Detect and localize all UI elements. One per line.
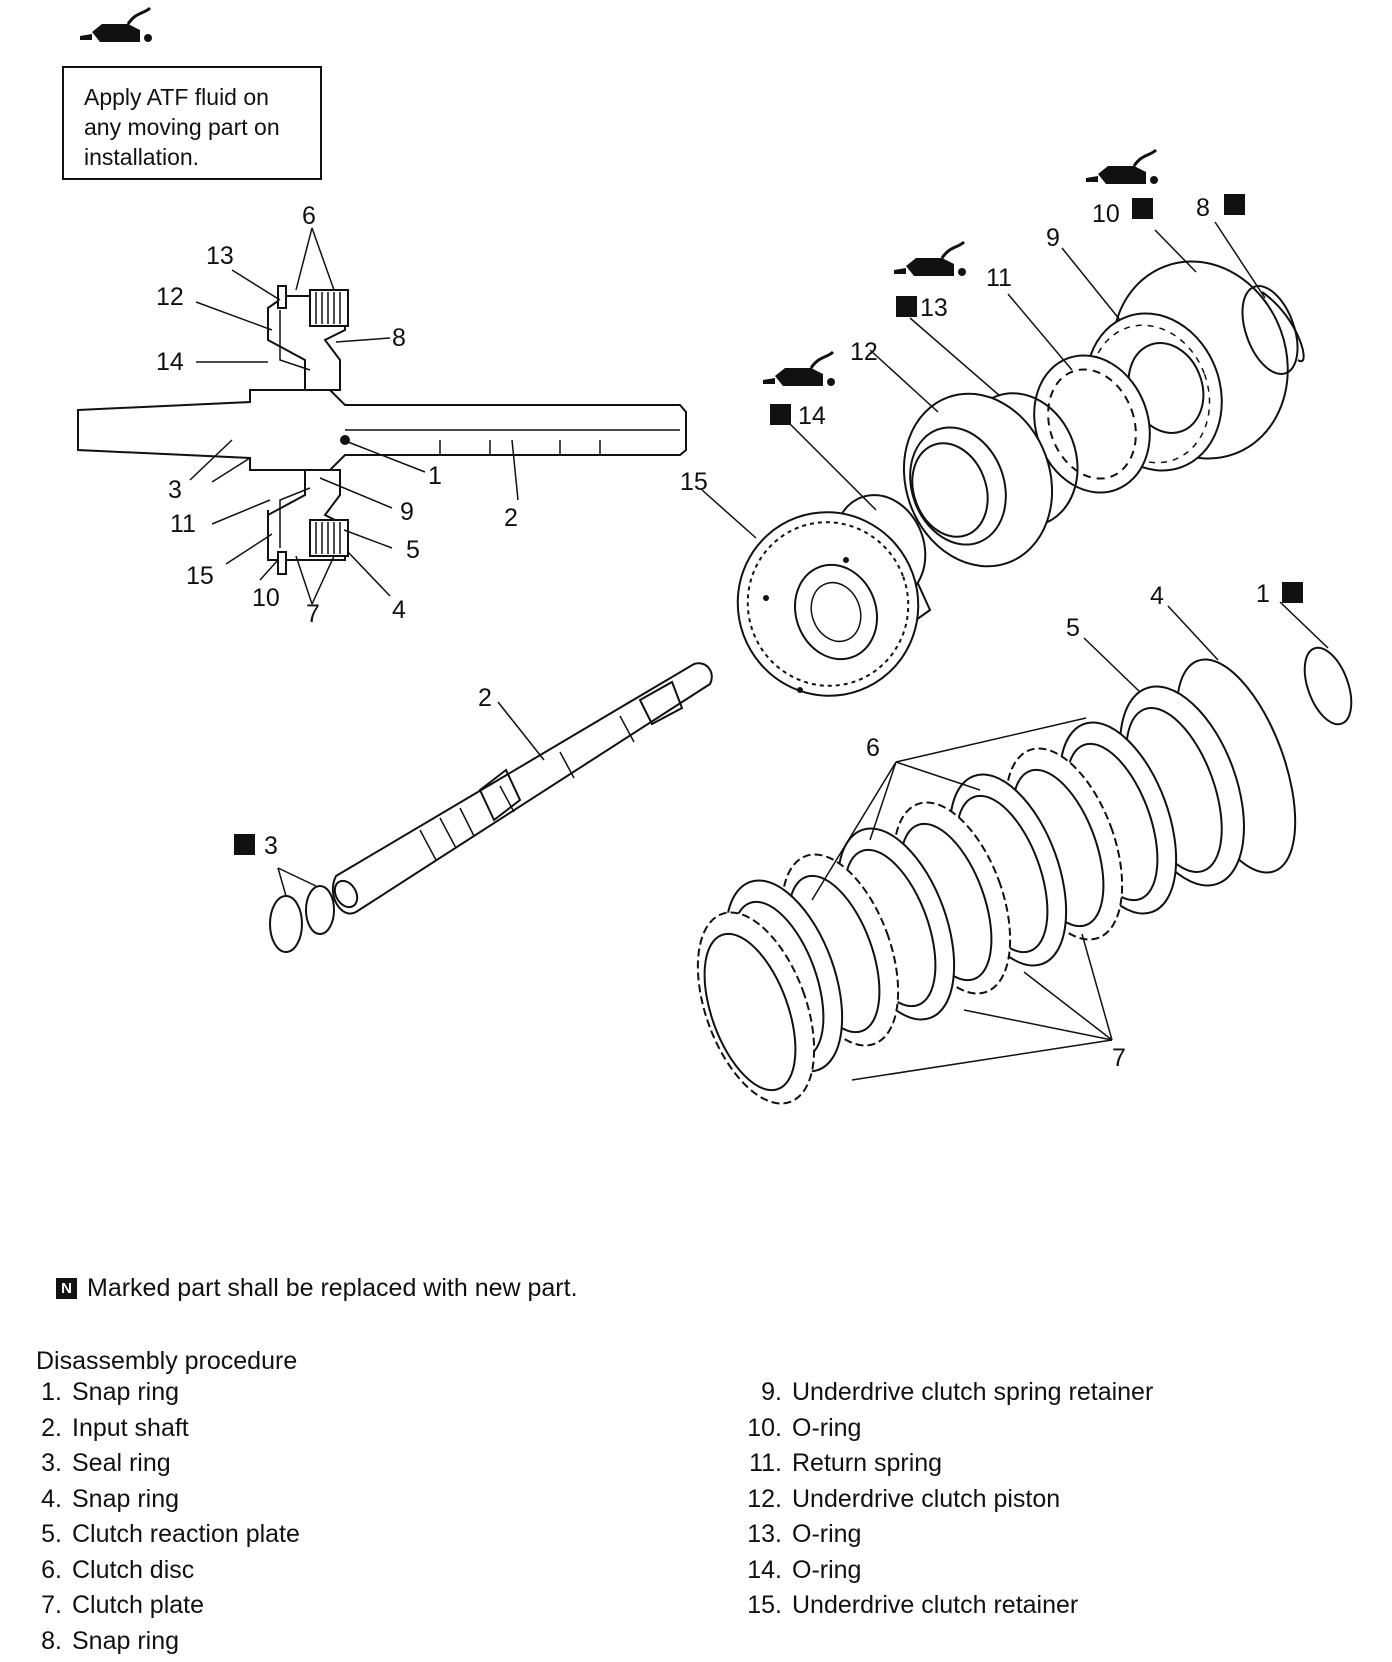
procedure-step: 5.Clutch reaction plate bbox=[41, 1520, 300, 1548]
procedure-steps-right: 9.Underdrive clutch spring retainer 10.O… bbox=[730, 1375, 1153, 1624]
callout-6: 6 bbox=[866, 734, 880, 762]
callout-15: 15 bbox=[680, 468, 708, 496]
atf-note-line-2: any moving part on bbox=[84, 114, 280, 140]
callout-3: 3 bbox=[264, 832, 278, 860]
procedure-step: 3.Seal ring bbox=[41, 1449, 171, 1477]
procedure-step: 14.O-ring bbox=[747, 1555, 862, 1584]
callout-4: 4 bbox=[1150, 582, 1164, 610]
procedure-step: 15.Underdrive clutch retainer bbox=[747, 1591, 1079, 1619]
procedure-step: 6.Clutch disc bbox=[41, 1555, 195, 1584]
procedure-steps-left: 1.Snap ring 2.Input shaft 3.Seal ring 4.… bbox=[36, 1375, 300, 1659]
procedure-step: 7.Clutch plate bbox=[41, 1591, 205, 1619]
callout-9: 9 bbox=[1046, 224, 1060, 252]
new-part-mark-icon: N bbox=[56, 1278, 77, 1299]
callout-12: 12 bbox=[850, 338, 878, 366]
callout-8: 8 bbox=[1196, 194, 1210, 222]
callout-4: 4 bbox=[392, 596, 406, 624]
callout-2: 2 bbox=[478, 684, 492, 712]
callout-7: 7 bbox=[1112, 1044, 1126, 1072]
callout-14: 14 bbox=[798, 402, 826, 430]
new-part-mark-icon bbox=[896, 296, 917, 317]
exploded-input-shaft: 2 3 bbox=[234, 662, 713, 953]
callout-13: 13 bbox=[920, 294, 948, 322]
new-part-mark-icon bbox=[1224, 194, 1245, 215]
callout-8: 8 bbox=[392, 324, 406, 352]
callout-10: 10 bbox=[1092, 200, 1120, 228]
callout-13: 13 bbox=[206, 242, 234, 270]
callout-6: 6 bbox=[302, 202, 316, 230]
callout-7: 7 bbox=[306, 600, 320, 628]
procedure-title: Disassembly procedure bbox=[36, 1347, 298, 1375]
callout-3: 3 bbox=[168, 476, 182, 504]
procedure-step: 11.Return spring bbox=[749, 1449, 943, 1477]
callout-10: 10 bbox=[252, 584, 280, 612]
callout-9: 9 bbox=[400, 498, 414, 526]
new-part-mark-icon bbox=[1132, 198, 1153, 219]
exploded-clutch-pack: 6 5 4 1 7 bbox=[696, 580, 1353, 1105]
new-part-note: Marked part shall be replaced with new p… bbox=[87, 1274, 578, 1302]
oil-can-icon bbox=[1084, 148, 1160, 186]
procedure-step: 1.Snap ring bbox=[41, 1378, 180, 1406]
callout-12: 12 bbox=[156, 283, 184, 311]
oil-can-icon bbox=[892, 240, 968, 278]
cross-section-view: 6 13 12 8 14 3 1 11 9 2 5 15 10 7 4 bbox=[77, 202, 687, 628]
callout-2: 2 bbox=[504, 504, 518, 532]
new-part-mark-icon bbox=[234, 834, 255, 855]
oil-can-icon bbox=[78, 6, 154, 44]
callout-5: 5 bbox=[406, 536, 420, 564]
callout-14: 14 bbox=[156, 348, 184, 376]
procedure-step: 8.Snap ring bbox=[41, 1626, 180, 1655]
atf-note-box: Apply ATF fluid on any moving part on in… bbox=[62, 66, 322, 180]
procedure-step: 10.O-ring bbox=[747, 1413, 862, 1442]
callout-5: 5 bbox=[1066, 614, 1080, 642]
exploded-upper-assembly: 10 8 9 13 11 12 14 15 bbox=[680, 194, 1305, 697]
oil-can-icon bbox=[761, 350, 837, 388]
new-part-legend: N Marked part shall be replaced with new… bbox=[56, 1274, 578, 1303]
procedure-step: 12.Underdrive clutch piston bbox=[747, 1484, 1061, 1513]
clutch-exploded-diagram: N bbox=[77, 6, 1353, 1105]
procedure-step: 13.O-ring bbox=[747, 1520, 862, 1548]
callout-11: 11 bbox=[986, 264, 1012, 292]
callout-15: 15 bbox=[186, 562, 214, 590]
atf-note-line-1: Apply ATF fluid on bbox=[84, 84, 269, 110]
new-part-mark-icon bbox=[770, 404, 791, 425]
callout-1: 1 bbox=[1256, 580, 1270, 608]
callout-11: 11 bbox=[170, 510, 196, 538]
procedure-step: 4.Snap ring bbox=[41, 1484, 180, 1513]
procedure-step: 9.Underdrive clutch spring retainer bbox=[761, 1378, 1154, 1406]
new-part-mark-icon bbox=[1282, 582, 1303, 603]
procedure-step: 2.Input shaft bbox=[41, 1413, 189, 1442]
callout-1: 1 bbox=[428, 462, 442, 490]
atf-note-line-3: installation. bbox=[84, 144, 200, 170]
